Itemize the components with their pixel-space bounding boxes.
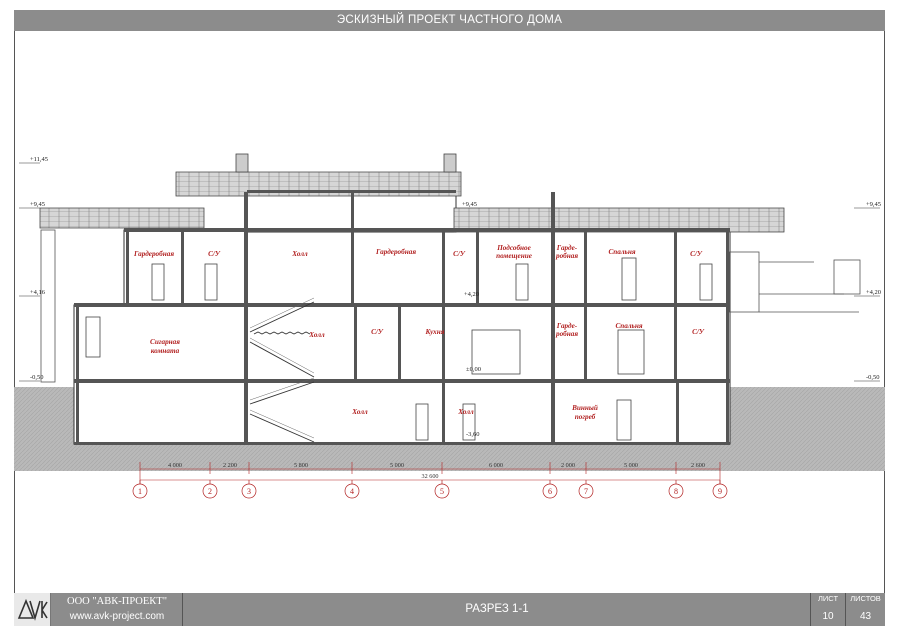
dimension-value: 5 000 <box>624 462 638 469</box>
level-mark: +9,45 <box>462 201 477 208</box>
company-logo <box>14 593 51 626</box>
walls <box>76 192 729 443</box>
company-website: www.avk-project.com <box>69 611 165 622</box>
room-label: Сигарная <box>150 338 180 346</box>
room-label: С/У <box>208 250 221 258</box>
dimension-value: 2 600 <box>691 462 705 469</box>
room-label: робная <box>555 330 578 338</box>
dimension-value: 5 000 <box>390 462 404 469</box>
axis-label: 1 <box>138 487 142 496</box>
level-mark: -0,50 <box>30 374 44 381</box>
level-mark: +9,45 <box>866 201 881 208</box>
dimension-value: 2 200 <box>223 462 237 469</box>
dimension-value: 4 000 <box>168 462 182 469</box>
basement-zone <box>73 380 731 445</box>
title-block: ООО "АВК-ПРОЕКТ" www.avk-project.com РАЗ… <box>14 593 885 626</box>
axis-label: 7 <box>584 487 588 496</box>
sheet-count: 43 <box>859 611 872 622</box>
level-mark: +11,45 <box>30 156 48 163</box>
room-label: Гарде- <box>556 244 578 252</box>
dimension-value: 6 000 <box>489 462 503 469</box>
room-label: Гардеробная <box>133 250 174 258</box>
level-mark: ±0,00 <box>466 366 481 373</box>
room-label: помещение <box>496 252 533 260</box>
sheet-count-label: ЛИСТОВ <box>850 594 881 603</box>
room-label: Спальня <box>608 248 635 256</box>
room-label: Холл <box>351 408 368 416</box>
chimney-left <box>235 153 249 173</box>
floor-slabs <box>74 190 730 445</box>
section-drawing: +11,45 +9,45 +4,16 -0,50 +9,45 +4,20 ±0,… <box>14 32 885 592</box>
axis-label: 3 <box>247 487 251 496</box>
room-label: С/У <box>453 250 466 258</box>
axis-label: 2 <box>208 487 212 496</box>
room-label: С/У <box>692 328 705 336</box>
sheet-title: РАЗРЕЗ 1-1 <box>465 603 529 615</box>
chimney-right <box>443 153 457 173</box>
room-label: Гардеробная <box>375 248 416 256</box>
company-name: ООО "АВК-ПРОЕКТ" <box>67 596 167 607</box>
level-mark: +4,20 <box>464 291 479 298</box>
section-svg: +11,45 +9,45 +4,16 -0,50 +9,45 +4,20 ±0,… <box>14 153 885 499</box>
axis-label: 8 <box>674 487 678 496</box>
side-structures <box>40 229 861 383</box>
room-label: Кухня <box>425 328 445 336</box>
room-label: Гарде- <box>556 322 578 330</box>
dimension-value: 2 000 <box>561 462 575 469</box>
level-mark: +4,16 <box>30 289 46 296</box>
axis-markers <box>132 480 728 499</box>
axis-label: 9 <box>718 487 722 496</box>
room-label: комната <box>151 347 180 355</box>
divider <box>810 593 811 626</box>
dimension-value: 5 800 <box>294 462 308 469</box>
divider <box>182 593 183 626</box>
room-label: Холл <box>291 250 308 258</box>
company-block: ООО "АВК-ПРОЕКТ" www.avk-project.com <box>52 594 182 625</box>
avk-logo-icon <box>17 598 48 621</box>
room-label: С/У <box>690 250 703 258</box>
room-label: робная <box>555 252 578 260</box>
room-label: Холл <box>308 331 325 339</box>
room-label: С/У <box>371 328 384 336</box>
dimension-lines <box>139 462 721 484</box>
dimension-total: 32 600 <box>421 473 438 480</box>
level-mark: -3,60 <box>466 431 480 438</box>
sheet-number: 10 <box>822 611 834 622</box>
room-label: погреб <box>575 413 596 421</box>
stair-railing <box>249 297 315 439</box>
level-mark: +9,45 <box>30 201 45 208</box>
sheet-number-label: ЛИСТ <box>817 594 839 603</box>
level-mark: +4,20 <box>866 289 881 296</box>
axis-label: 6 <box>548 487 552 496</box>
room-label: Винный <box>571 403 598 412</box>
divider <box>845 593 846 626</box>
left-roof <box>39 207 205 229</box>
level-lines <box>19 162 880 382</box>
axis-label: 4 <box>350 487 354 496</box>
room-label: Спальня <box>615 322 642 330</box>
room-label: Холл <box>457 408 474 416</box>
staircase <box>249 301 315 443</box>
doors <box>85 257 713 441</box>
right-roof <box>453 207 785 233</box>
level-mark: -0,50 <box>866 374 880 381</box>
axis-label: 5 <box>440 487 444 496</box>
room-label: Подсобное <box>496 244 531 252</box>
sheet-header-title: ЭСКИЗНЫЙ ПРОЕКТ ЧАСТНОГО ДОМА <box>14 10 885 31</box>
